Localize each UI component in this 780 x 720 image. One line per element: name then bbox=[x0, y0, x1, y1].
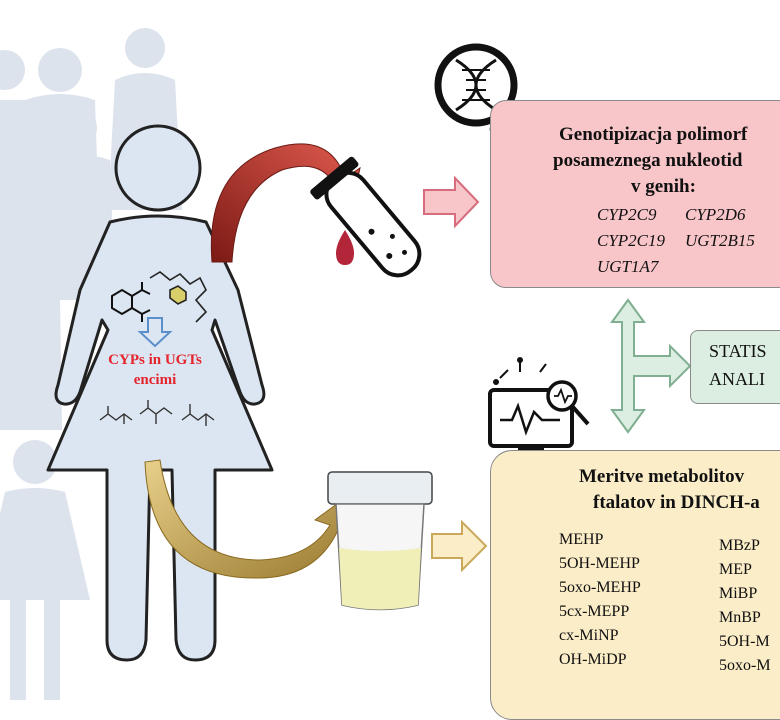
metabolite-label: MEP bbox=[719, 561, 752, 578]
metabolite-label: 5oxo-M bbox=[719, 657, 771, 674]
metabolite-label: MBzP bbox=[719, 537, 760, 554]
gene-label: UGT1A7 bbox=[597, 257, 659, 276]
metabolism-down-arrow bbox=[137, 317, 173, 348]
metabolite-label: cx-MiNP bbox=[559, 627, 619, 644]
genotyping-box: Genotipizacja polimorf posameznega nukle… bbox=[490, 100, 780, 288]
statistics-line2: ANALI bbox=[709, 369, 765, 389]
urine-cup-icon bbox=[327, 471, 433, 611]
arrow-to-genotyping bbox=[423, 175, 480, 229]
metabolite-molecules-icon bbox=[99, 400, 215, 426]
metabolite-label: 5OH-MEHP bbox=[559, 555, 640, 572]
statistics-line1: STATIS bbox=[709, 341, 767, 361]
gene-label: CYP2D6 bbox=[685, 205, 746, 224]
metabolite-label: 5cx-MEPP bbox=[559, 603, 630, 620]
metabolite-label: MiBP bbox=[719, 585, 758, 602]
woman-silhouette bbox=[46, 124, 274, 662]
diagram-canvas bbox=[0, 28, 692, 700]
metabolite-label: MnBP bbox=[719, 609, 761, 626]
metabolite-label: MEHP bbox=[559, 531, 604, 548]
statistics-box: STATIS ANALI bbox=[690, 330, 780, 404]
gene-label: UGT2B15 bbox=[685, 231, 755, 250]
measurement-title-line1: Meritve metabolitov bbox=[579, 466, 745, 487]
genotyping-title-line3: v genih: bbox=[631, 176, 696, 197]
statistics-link-arrow bbox=[610, 298, 692, 434]
measurement-box: Meritve metabolitov ftalatov in DINCH-a … bbox=[490, 450, 780, 720]
dinch-molecule-icon bbox=[149, 271, 208, 323]
enzymes-label-line1: CYPs in UGTs bbox=[108, 352, 202, 368]
arrow-to-measurement bbox=[431, 519, 488, 573]
test-tube-icon bbox=[310, 156, 422, 278]
phthalate-molecule-icon bbox=[111, 282, 151, 322]
blood-sample-arrow bbox=[210, 143, 361, 263]
background-crowd bbox=[0, 28, 182, 700]
gene-label: CYP2C19 bbox=[597, 231, 666, 250]
enzymes-label-line2: encimi bbox=[133, 372, 177, 388]
metabolite-label: 5oxo-MEHP bbox=[559, 579, 641, 596]
measurement-title-line2: ftalatov in DINCH-a bbox=[593, 492, 760, 513]
metabolite-label: 5OH-M bbox=[719, 633, 770, 650]
gene-label: CYP2C9 bbox=[597, 205, 657, 224]
metabolite-label: OH-MiDP bbox=[559, 651, 627, 668]
genotyping-title-line2: posameznega nukleotid bbox=[553, 150, 743, 171]
genotyping-title-line1: Genotipizacja polimorf bbox=[559, 124, 748, 145]
analysis-monitor-icon bbox=[488, 357, 590, 456]
